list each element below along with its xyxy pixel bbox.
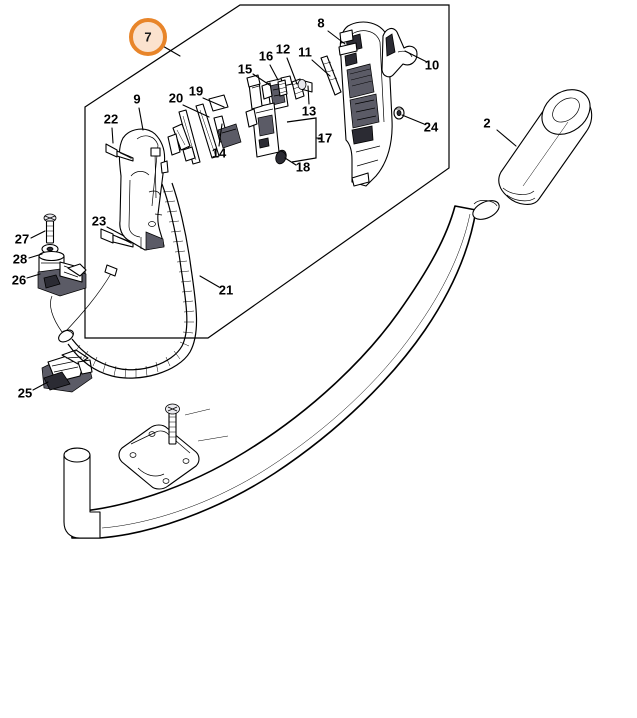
callout-number-24: 24 (424, 119, 439, 134)
callout-number-8: 8 (317, 15, 324, 30)
loop-handle-tube (63, 200, 500, 539)
leader-18 (284, 157, 297, 166)
leader-10 (404, 50, 428, 63)
throttle-cable-21 (50, 147, 198, 379)
callout-number-17: 17 (318, 130, 332, 145)
switch-body-block (245, 74, 280, 158)
callout-number-7: 7 (144, 29, 151, 44)
callout-number-15: 15 (238, 61, 252, 76)
callout-number-9: 9 (133, 91, 140, 106)
callout-number-27: 27 (15, 231, 29, 246)
leader-9 (138, 107, 144, 131)
cable-clamp-25 (41, 349, 93, 393)
highlight-circle (129, 18, 167, 56)
bracket-screw (165, 403, 180, 445)
callout-number-26: 26 (12, 272, 26, 287)
leader-2 (496, 129, 517, 147)
callout-number-10: 10 (425, 57, 439, 72)
screw-22 (105, 143, 134, 162)
callout-number-19: 19 (189, 83, 203, 98)
leader-13 (307, 85, 310, 105)
torsion-spring-11 (320, 55, 342, 96)
screw-27 (43, 213, 57, 244)
throttle-housing-8 (338, 21, 393, 187)
leader-15 (252, 73, 272, 87)
leader-23 (106, 226, 125, 237)
mount-bracket-group (118, 403, 229, 490)
leader-20 (182, 104, 210, 118)
leader-14 (218, 123, 223, 147)
throttle-trigger-10 (381, 27, 418, 78)
callout-number-12: 12 (276, 41, 290, 56)
detent-spring-16 (277, 79, 288, 97)
callout-leaders (26, 30, 517, 391)
leader-22 (111, 127, 114, 144)
callout-number-2: 2 (483, 115, 490, 130)
leader-19 (202, 97, 225, 108)
callout-number-22: 22 (104, 111, 118, 126)
leader-21 (199, 275, 220, 288)
callout-number-16: 16 (259, 48, 273, 63)
leader-28 (28, 253, 43, 259)
leader-8 (327, 30, 346, 45)
grommet-24 (393, 106, 405, 120)
callout-number-14: 14 (212, 145, 227, 160)
leader-16 (269, 64, 279, 81)
highlight-marker-7[interactable] (129, 18, 167, 56)
callout-number-25: 25 (18, 385, 32, 400)
leader-11 (311, 59, 331, 77)
assembly-group-boundary (84, 4, 450, 339)
leader-27 (30, 230, 46, 239)
leader-26 (26, 273, 41, 279)
terminal-block-26 (37, 250, 87, 297)
callout-number-23: 23 (92, 213, 106, 228)
callout-number-13: 13 (302, 103, 316, 118)
screw-23 (100, 228, 134, 248)
pin-13 (297, 79, 313, 93)
callout-number-28: 28 (13, 251, 27, 266)
callout-numbers: 2 7 8 9 10 11 12 13 14 15 16 17 18 19 20… (12, 15, 491, 400)
leader-25 (32, 381, 49, 391)
leader-12 (286, 57, 298, 85)
callout-number-11: 11 (298, 44, 312, 59)
handle-grip-part (498, 89, 593, 205)
linkage-rod-14 (213, 115, 242, 149)
callout-number-18: 18 (296, 159, 310, 174)
leader-24 (401, 114, 425, 125)
callout-number-21: 21 (219, 282, 233, 297)
small-linkage-bits (167, 123, 196, 162)
contact-plate-17 (286, 117, 323, 163)
callout-number-20: 20 (169, 90, 183, 105)
handle-shell-part (118, 128, 169, 251)
